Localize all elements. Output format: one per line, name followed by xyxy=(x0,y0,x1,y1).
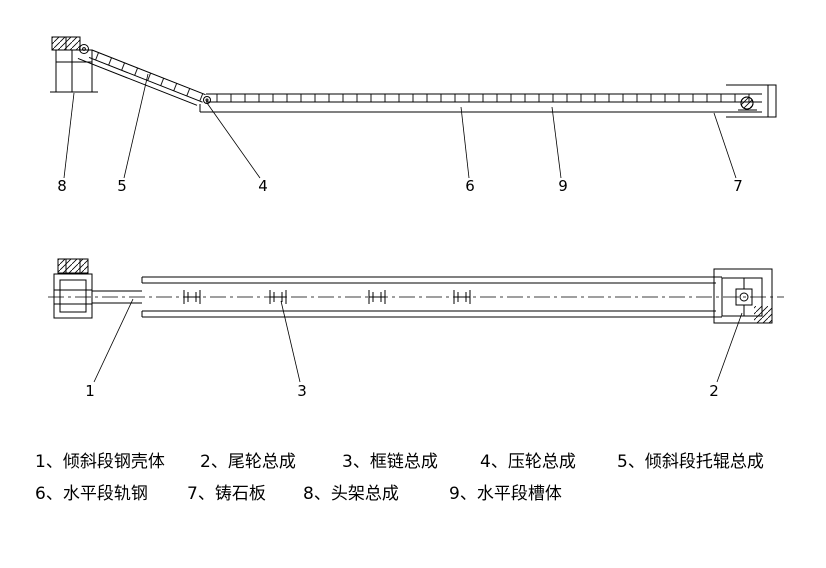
chain-marker xyxy=(269,289,287,305)
trough-outline-plan xyxy=(141,276,722,318)
tail-wheel-side xyxy=(738,96,757,111)
callout-5: 5 xyxy=(117,177,127,195)
callout-6: 6 xyxy=(465,177,475,195)
horizontal-trough-side xyxy=(199,93,762,113)
callout-2: 2 xyxy=(709,382,719,400)
callout-3: 3 xyxy=(297,382,307,400)
drive-unit-plan xyxy=(57,258,89,274)
legend-item-1: 1、倾斜段钢壳体 xyxy=(35,452,165,472)
plan-callouts: 1 3 2 xyxy=(85,382,719,400)
head-box-plan xyxy=(53,273,93,319)
tail-enclosure-side xyxy=(726,84,777,118)
legend-item-5: 5、倾斜段托辊总成 xyxy=(617,452,764,472)
callout-1: 1 xyxy=(85,382,95,400)
legend-item-7: 7、铸石板 xyxy=(187,484,266,504)
side-callouts: 8 5 4 6 9 7 xyxy=(57,177,743,195)
legend-item-3: 3、框链总成 xyxy=(342,452,438,472)
legend: 1、倾斜段钢壳体 2、尾轮总成 3、框链总成 4、压轮总成 5、倾斜段托辊总成 … xyxy=(35,452,764,504)
legend-item-6: 6、水平段轨钢 xyxy=(35,484,148,504)
drive-unit-side xyxy=(51,36,89,54)
chain-marker xyxy=(453,289,471,305)
legend-item-2: 2、尾轮总成 xyxy=(200,452,296,472)
shaft-lines-plan xyxy=(92,290,142,304)
legend-item-8: 8、头架总成 xyxy=(303,484,399,504)
callout-4: 4 xyxy=(258,177,268,195)
plan-leader-lines xyxy=(93,298,743,383)
tail-box-plan xyxy=(713,268,773,324)
chain-marker xyxy=(368,289,386,305)
side-elevation-view xyxy=(50,36,777,179)
callout-8: 8 xyxy=(57,177,67,195)
legend-item-4: 4、压轮总成 xyxy=(480,452,576,472)
plan-view xyxy=(48,258,784,383)
inclined-section xyxy=(77,49,206,106)
callout-9: 9 xyxy=(558,177,568,195)
legend-item-9: 9、水平段槽体 xyxy=(449,484,562,504)
side-leader-lines xyxy=(63,73,737,179)
head-frame-side xyxy=(50,49,98,93)
chain-marker xyxy=(183,289,201,305)
callout-7: 7 xyxy=(733,177,743,195)
